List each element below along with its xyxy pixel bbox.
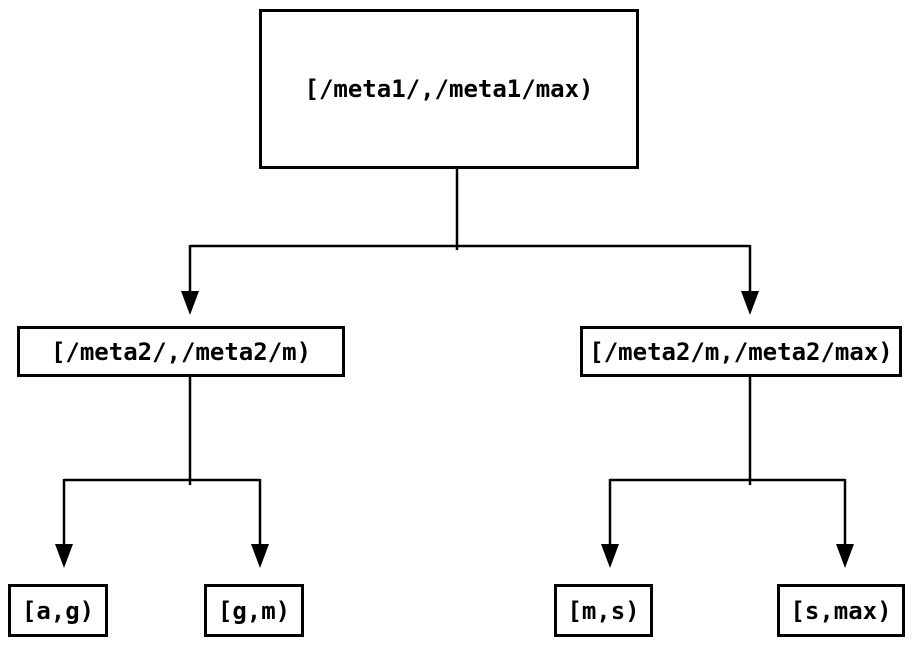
node-leaf-a-g: [a,g) xyxy=(8,584,108,637)
arrowhead-midleft-icon xyxy=(181,291,199,315)
arrowhead-midright-icon xyxy=(741,291,759,315)
arrowhead-leaf-ms-icon xyxy=(601,544,619,568)
node-meta1-range: [/meta1/,/meta1/max) xyxy=(259,9,639,169)
node-leaf-g-m: [g,m) xyxy=(204,584,304,637)
arrowhead-leaf-ag-icon xyxy=(55,544,73,568)
node-leaf-s-max: [s,max) xyxy=(777,584,905,637)
node-leaf-m-s: [m,s) xyxy=(554,584,653,637)
arrowhead-leaf-smax-icon xyxy=(836,544,854,568)
arrowhead-leaf-gm-icon xyxy=(251,544,269,568)
node-meta2-left-range: [/meta2/,/meta2/m) xyxy=(17,326,345,377)
node-meta2-right-range: [/meta2/m,/meta2/max) xyxy=(580,326,902,377)
